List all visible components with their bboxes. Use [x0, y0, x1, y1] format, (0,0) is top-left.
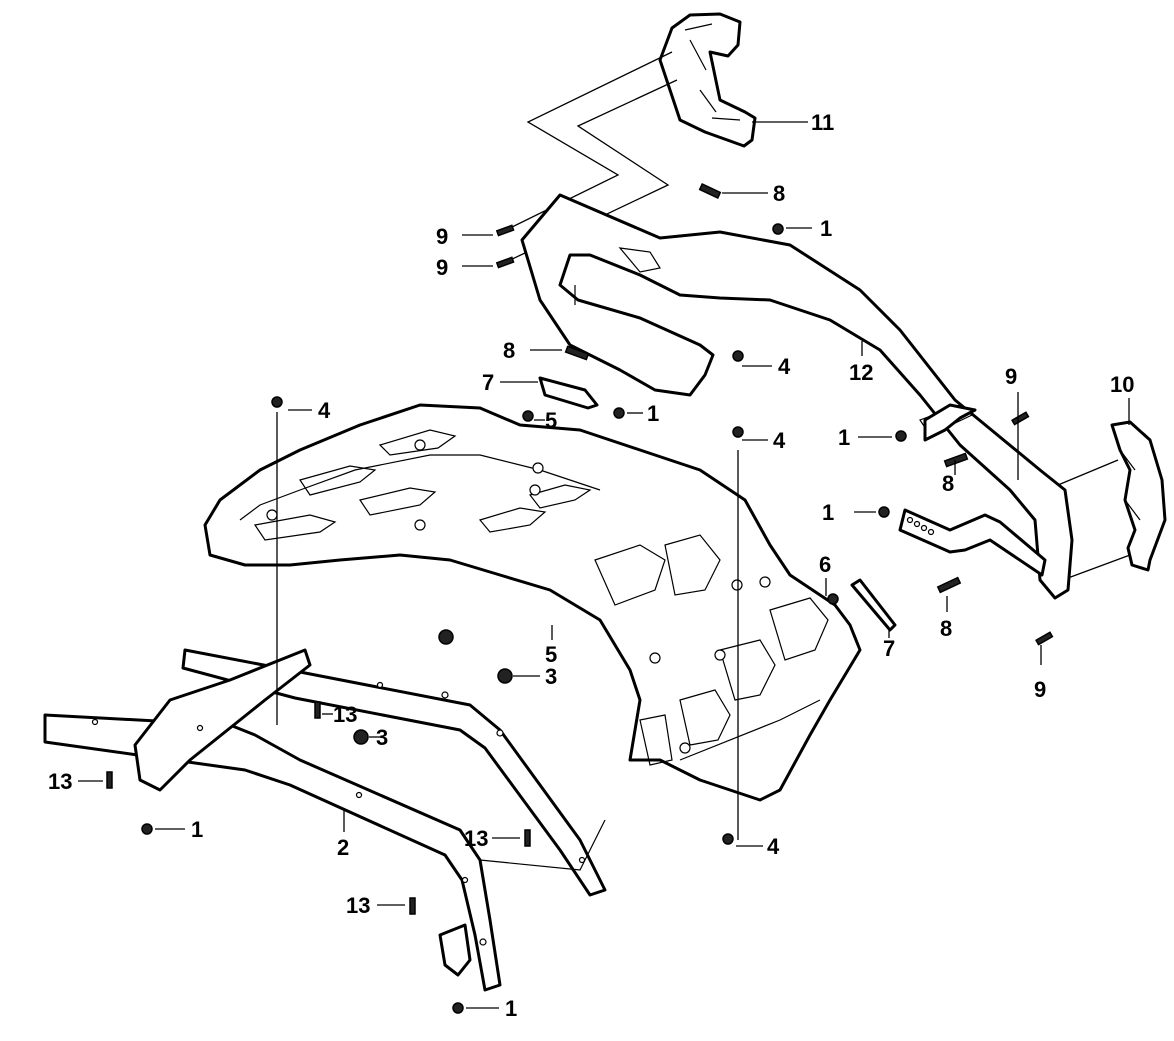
- leader-line: [1057, 459, 1119, 486]
- callout-1[interactable]: 1: [820, 216, 832, 241]
- callout-1[interactable]: 1: [505, 996, 517, 1021]
- callout-1[interactable]: 1: [647, 401, 659, 426]
- callout-13[interactable]: 13: [464, 826, 488, 851]
- callout-9[interactable]: 9: [1005, 364, 1017, 389]
- callout-8[interactable]: 8: [503, 338, 515, 363]
- callout-3[interactable]: 3: [545, 664, 557, 689]
- callout-labels: 11 8 1 9 9 8 4 7 1 5 4 12 9 10 4 1 8 1 6…: [48, 110, 1134, 1021]
- callout-4[interactable]: 4: [773, 428, 786, 453]
- leader-line: [1067, 554, 1131, 579]
- leader-lines: [78, 121, 1130, 1009]
- callout-1[interactable]: 1: [191, 817, 203, 842]
- callout-3[interactable]: 3: [376, 725, 388, 750]
- hardware: [106, 183, 1054, 1014]
- callout-13[interactable]: 13: [333, 702, 357, 727]
- callout-8[interactable]: 8: [942, 471, 954, 496]
- callout-6[interactable]: 6: [819, 552, 831, 577]
- callout-9[interactable]: 9: [436, 255, 448, 280]
- callout-5[interactable]: 5: [545, 408, 557, 433]
- callout-4[interactable]: 4: [318, 398, 331, 423]
- callout-4[interactable]: 4: [778, 354, 791, 379]
- handle-grip-upper[interactable]: [658, 12, 757, 148]
- callout-4[interactable]: 4: [767, 834, 780, 859]
- callout-8[interactable]: 8: [773, 181, 785, 206]
- leader-line: [505, 51, 673, 231]
- callout-10[interactable]: 10: [1110, 372, 1134, 397]
- callout-9[interactable]: 9: [1034, 677, 1046, 702]
- bar-bracket: [923, 403, 977, 442]
- callout-7[interactable]: 7: [883, 636, 895, 661]
- callout-13[interactable]: 13: [48, 769, 72, 794]
- callout-13[interactable]: 13: [346, 893, 370, 918]
- rack-panel[interactable]: [203, 403, 862, 802]
- callout-9[interactable]: 9: [436, 224, 448, 249]
- callout-5[interactable]: 5: [545, 642, 557, 667]
- callout-8[interactable]: 8: [940, 616, 952, 641]
- handle-bracket[interactable]: [898, 508, 1047, 577]
- handle-grip-lower[interactable]: [1110, 420, 1167, 572]
- callout-1[interactable]: 1: [838, 425, 850, 450]
- callout-1[interactable]: 1: [822, 500, 834, 525]
- rack-frame[interactable]: [43, 648, 607, 992]
- callout-7[interactable]: 7: [482, 370, 494, 395]
- callout-12[interactable]: 12: [849, 360, 873, 385]
- callout-11[interactable]: 11: [811, 110, 834, 135]
- callout-2[interactable]: 2: [337, 835, 349, 860]
